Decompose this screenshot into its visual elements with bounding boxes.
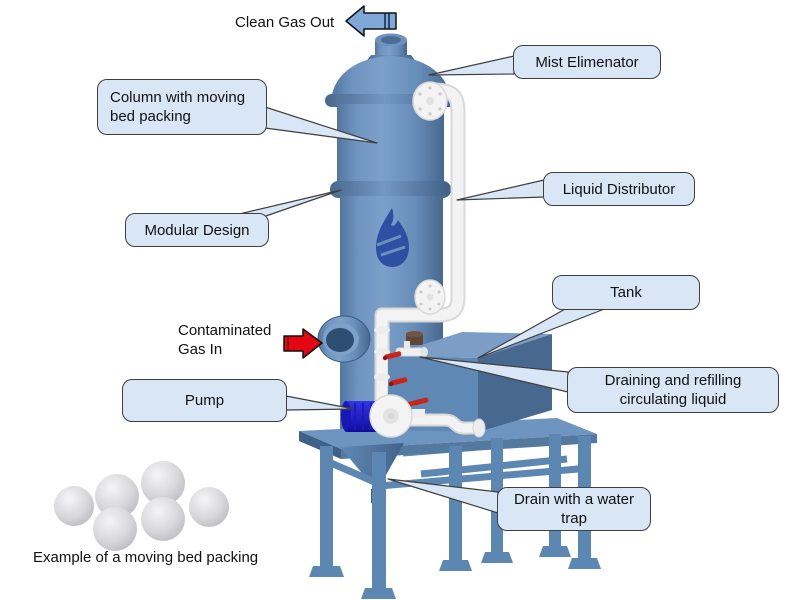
callout-tank: Tank [552, 275, 700, 310]
gas-inlet-port [317, 315, 371, 363]
callout-drain-trap: Drain with a water trap [497, 487, 651, 531]
packing-spheres [54, 461, 229, 551]
contaminated-gas-arrow-icon [283, 328, 323, 359]
contaminated-gas-in-label: Contaminated Gas In [178, 322, 272, 358]
callout-pump: Pump [122, 379, 287, 422]
pump-assembly [341, 394, 486, 438]
mist-eliminator-flange [412, 81, 448, 121]
callout-column-packing: Column with moving bed packing [97, 79, 267, 135]
packing-example-caption: Example of a moving bed packing [33, 549, 259, 566]
callout-mist-eliminator: Mist Elimenator [513, 45, 661, 79]
distributor-flange [414, 279, 446, 315]
callout-draining: Draining and refilling circulating liqui… [567, 367, 779, 413]
clean-gas-out-label: Clean Gas Out [235, 14, 335, 31]
clean-gas-arrow-icon [345, 5, 397, 37]
drain-refill-valve [395, 341, 428, 357]
liquid-distributor-pipe [374, 82, 466, 402]
callout-modular-design: Modular Design [125, 213, 269, 247]
callout-liquid-distributor: Liquid Distributor [543, 172, 695, 206]
flame-logo-icon [376, 208, 409, 267]
